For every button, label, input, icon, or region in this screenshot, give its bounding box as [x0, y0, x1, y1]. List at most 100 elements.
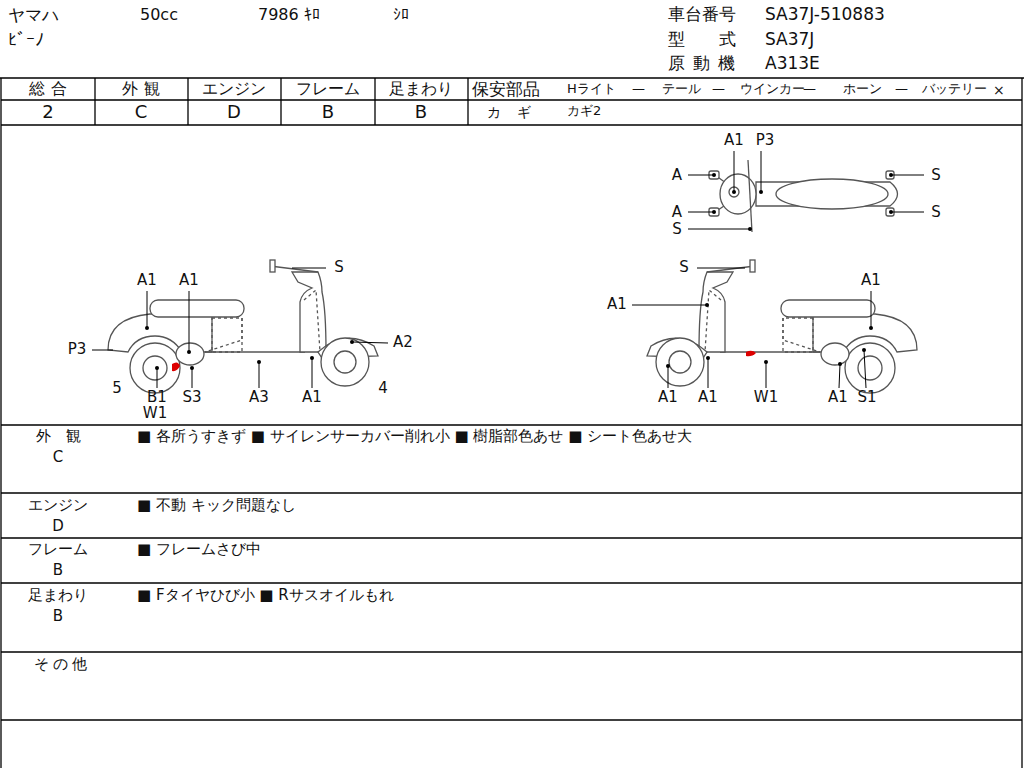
grade-cell: 2 [42, 102, 53, 123]
drawing-stroke [94, 78, 95, 125]
drawing-stroke [1, 124, 1022, 125]
callout-code: A [672, 204, 682, 221]
drawing-stroke [688, 212, 714, 213]
drawing-stroke [688, 175, 714, 176]
section-heading: フレーム [28, 541, 88, 558]
equipment-name: テール [662, 82, 701, 97]
callout-code: A1 [698, 389, 718, 406]
drawing-stroke [712, 173, 716, 177]
drawing-stroke [1, 424, 1022, 425]
equipment-status: — [803, 82, 816, 97]
leader-lines [92, 151, 924, 388]
drawing-stroke [280, 78, 281, 125]
equipment-status: — [895, 82, 908, 97]
section-grade: D [52, 518, 64, 535]
drawing-stroke [838, 362, 842, 366]
grade-cell: B [322, 102, 334, 123]
drawing-stroke [759, 190, 763, 194]
equipment-status: × [993, 82, 1005, 98]
callout-code: A [672, 167, 682, 184]
grade-cell: C [135, 102, 148, 123]
callout-code: S [931, 204, 941, 221]
callout-code: A2 [393, 334, 413, 351]
leader-dots [145, 173, 893, 370]
equipment-status: — [632, 82, 645, 97]
table-header: 足まわり [389, 80, 453, 98]
callout-code: W1 [754, 389, 778, 406]
drawing-stroke [732, 190, 736, 194]
drawing-stroke [748, 160, 752, 232]
equipment-name: Hライト [567, 82, 616, 97]
drawing-stroke [776, 179, 888, 209]
equipment-name: ホーン [843, 82, 882, 97]
drawing-stroke [189, 291, 190, 352]
callout-code: P3 [756, 132, 775, 149]
drawing-stroke [0, 78, 1, 768]
callout-code: A1 [302, 389, 322, 406]
grade-cell: B [415, 102, 427, 123]
drawing-stroke [352, 342, 388, 343]
drawing-stroke [666, 364, 670, 368]
drawing-stroke [632, 305, 707, 306]
drawing-stroke [310, 356, 314, 360]
mileage: 7986 ｷﾛ [258, 6, 320, 24]
table-header: フレーム [296, 80, 360, 98]
drawing-stroke [1021, 78, 1022, 768]
drawing-stroke [886, 171, 894, 179]
drawing-stroke [147, 291, 148, 328]
table-header: 外 観 [122, 80, 159, 98]
drawing-stroke [688, 229, 750, 230]
drawing-stroke [259, 362, 260, 388]
drawing-stroke [668, 366, 669, 388]
maker-name: ヤマハ [8, 6, 59, 26]
table-grid [0, 78, 1024, 768]
callout-code: A1 [658, 389, 678, 406]
scooter-left-side [108, 260, 378, 393]
callout-number: 4 [378, 380, 388, 397]
drawing-stroke [746, 351, 756, 356]
drawing-stroke [708, 358, 709, 388]
model-name: ﾋﾞｰﾉ [8, 30, 44, 51]
scooter-top-view [709, 160, 898, 232]
drawing-stroke [886, 208, 894, 216]
color-name: ｼﾛ [393, 6, 409, 24]
callout-code: S [672, 221, 682, 238]
table-header: 総 合 [29, 80, 66, 98]
drawing-stroke [155, 366, 159, 370]
field-name: 型 式 [668, 30, 736, 50]
table-header: カ ギ [487, 104, 537, 120]
drawing-stroke [889, 173, 893, 177]
field-name: 車台番号 [668, 5, 736, 25]
drawing-stroke [712, 210, 716, 214]
callout-number: 5 [112, 380, 122, 397]
key-count: カギ2 [567, 104, 601, 119]
section-grade: B [53, 608, 63, 625]
table-header: エンジン [202, 80, 266, 98]
drawing-stroke [145, 326, 149, 330]
drawing-stroke [1, 582, 1022, 583]
field-name: 原動機 [668, 54, 743, 74]
drawing-stroke [92, 350, 113, 351]
drawing-stroke [467, 78, 468, 125]
callout-code: S3 [182, 389, 201, 406]
drawing-stroke [292, 268, 326, 269]
callout-code: S [931, 167, 941, 184]
drawing-stroke [706, 356, 710, 360]
drawing-stroke [257, 360, 261, 364]
drawing-stroke [157, 368, 158, 388]
displacement: 50cc [140, 6, 178, 24]
field-value: SA37J [765, 30, 814, 50]
drawing-stroke [1, 99, 1022, 100]
callout-code: A1 [861, 272, 881, 289]
drawing-stroke [891, 212, 924, 213]
drawing-stroke [891, 175, 924, 176]
drawing-stroke [312, 358, 313, 388]
section-heading: その他 [34, 656, 91, 673]
drawing-stroke [187, 350, 191, 354]
drawing-stroke [190, 366, 194, 370]
drawing-stroke [764, 360, 768, 364]
callout-code: A1 [724, 132, 744, 149]
drawing-stroke [172, 362, 180, 371]
callout-code: A1 [179, 272, 199, 289]
